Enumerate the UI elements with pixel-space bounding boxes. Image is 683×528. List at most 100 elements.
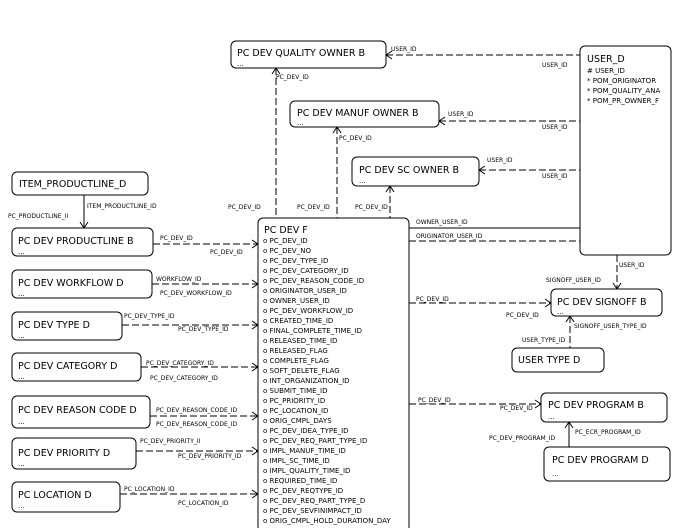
entity-pc-location-d[interactable]: PC LOCATION D ... (11, 481, 121, 513)
entity-dots: ... (552, 470, 559, 478)
entity-pc-dev-reason-code-d[interactable]: PC DEV REASON CODE D ... (11, 395, 151, 429)
user-d-attribute-clip: # USER_ID * POM_ORIGINATOR * POM_QUALITY… (587, 67, 660, 105)
rel-label: USER_ID (487, 157, 513, 164)
entity-pc-dev-sc-owner-b[interactable]: PC DEV SC OWNER B ... (351, 156, 480, 187)
entity-pc-dev-signoff-b[interactable]: PC DEV SIGNOFF B ... (550, 288, 663, 317)
attribute: * POM_QUALITY_ANA (587, 87, 660, 95)
entity-title: PC DEV MANUF OWNER B (297, 108, 419, 119)
attribute: o PC_DEV_ID (263, 237, 308, 245)
entity-title: PC DEV PRODUCTLINE B (18, 236, 133, 247)
entity-pc-dev-priority-d[interactable]: PC DEV PRIORITY D ... (11, 437, 137, 470)
attribute: o ORIG_CMPL_HOLD_DURATION_DAY (263, 517, 391, 525)
attribute: o ORIGINATOR_USER_ID (263, 287, 347, 295)
attribute: o PC_LOCATION_ID (263, 407, 328, 415)
rel-label: PC_DEV_CATEGORY_ID (150, 375, 218, 382)
entity-title: USER_D (587, 54, 625, 65)
attribute: o IMPL_QUALITY_TIME_ID (263, 467, 350, 475)
attribute: o PC_DEV_NO (263, 247, 311, 255)
rel-priority-pcdev (136, 446, 259, 456)
entity-title: ITEM_PRODUCTLINE_D (19, 179, 126, 190)
rel-label: USER_ID (542, 173, 568, 180)
entity-pc-dev-program-d[interactable]: PC DEV PROGRAM D ... (543, 446, 671, 482)
rel-label: PC_DEV_ID (160, 235, 193, 242)
attribute: o PC_DEV_SEVFINIMPACT_ID (263, 507, 362, 515)
entity-dots: ... (557, 308, 564, 316)
attribute: * POM_ORIGINATOR (587, 77, 656, 85)
entity-dots: ... (18, 460, 25, 468)
entity-user-type-d[interactable]: USER TYPE D (511, 347, 605, 373)
entity-pc-dev-category-d[interactable]: PC DEV CATEGORY D ... (11, 352, 142, 382)
rel-quality-owner-user (385, 50, 580, 60)
rel-label: SIGNOFF_USER_ID (546, 277, 601, 284)
attribute: o PC_DEV_REQ_PART_TYPE_D (263, 497, 365, 505)
rel-type-pcdev (122, 320, 259, 330)
attribute: o RELEASED_FLAG (263, 347, 328, 355)
entity-title: PC DEV PROGRAM D (552, 455, 649, 466)
rel-label: PC_DEV_ID (355, 204, 388, 211)
rel-label: USER_ID (542, 124, 568, 131)
attribute: o PC_DEV_REQ_PART_TYPE_ID (263, 437, 367, 445)
entity-item-productline-d[interactable]: ITEM_PRODUCTLINE_D (11, 171, 149, 196)
rel-label: PC_DEV_ID (297, 204, 330, 211)
rel-label: PC_DEV_REASON_CODE_ID (156, 421, 238, 428)
entity-pc-dev-quality-owner-b[interactable]: PC DEV QUALITY OWNER B ... (230, 40, 387, 69)
rel-label: PC_DEV_ID (418, 397, 451, 404)
entity-dots: ... (548, 413, 555, 421)
rel-label: USER_ID (542, 62, 568, 69)
rel-label: USER_ID (619, 262, 645, 269)
rel-location-pcdev (120, 489, 259, 499)
rel-label: PC_LOCATION_ID (124, 486, 175, 493)
entity-pc-dev-program-b[interactable]: PC DEV PROGRAM B ... (540, 392, 668, 423)
entity-dots: ... (359, 177, 366, 185)
relationship-labels: USER_ID USER_ID PC_DEV_ID USER_ID USER_I… (8, 46, 647, 507)
entity-title: PC DEV QUALITY OWNER B (237, 48, 365, 59)
attribute: o IMPL_MANUF_TIME_ID (263, 447, 346, 455)
rel-sc-owner-user (478, 165, 580, 175)
entity-pc-dev-productline-b[interactable]: PC DEV PRODUCTLINE B ... (11, 227, 154, 257)
rel-label: PC_ECR_PROGRAM_ID (575, 429, 641, 436)
attribute: o SOFT_DELETE_FLAG (263, 367, 340, 375)
rel-label: PC_DEV_ID (416, 296, 449, 303)
rel-label: USER_TYPE_ID (522, 337, 566, 344)
rel-sc-owner-pcdev (385, 185, 395, 218)
rel-manuf-owner-user (438, 116, 580, 126)
attribute: o PC_PRIORITY_ID (263, 397, 325, 405)
rel-manuf-owner-pcdev (332, 126, 342, 218)
rel-productline-pcdev (153, 239, 259, 249)
entity-title: PC DEV SIGNOFF B (557, 297, 646, 308)
entity-dots: ... (18, 502, 25, 510)
rel-label: PC_DEV_ID (500, 405, 533, 412)
entity-dots: ... (18, 332, 25, 340)
rel-label: OWNER_USER_ID (416, 219, 468, 226)
rel-program-pcdev (409, 399, 542, 409)
entity-title: PC DEV SC OWNER B (359, 165, 459, 176)
entity-title: PC DEV PRIORITY D (18, 448, 110, 459)
rel-program-b-d (564, 421, 574, 447)
rel-quality-owner-pcdev (271, 67, 281, 218)
attribute: o CREATED_TIME_ID (263, 317, 333, 325)
rel-label: USER_ID (448, 111, 474, 118)
rel-label: PC_DEV_ID (506, 312, 539, 319)
attribute: o PC_DEV_REQTYPE_ID (263, 487, 343, 495)
entity-user-d[interactable]: USER_D # USER_ID * POM_ORIGINATOR * POM_… (579, 45, 672, 256)
attribute: o INT_ORGANIZATION_ID (263, 377, 350, 385)
attribute: o OWNER_USER_ID (263, 297, 330, 305)
entity-title: PC DEV CATEGORY D (18, 361, 117, 372)
entity-pc-dev-type-d[interactable]: PC DEV TYPE D ... (11, 311, 123, 341)
attribute: o ORIG_CMPL_DAYS (263, 417, 332, 425)
entity-pc-dev-workflow-d[interactable]: PC DEV WORKFLOW D ... (11, 269, 153, 299)
rel-signoff-pcdev (409, 298, 552, 308)
attribute: o PC_DEV_TYPE_ID (263, 257, 328, 265)
rel-label: PC_DEV_CATEGORY_ID (146, 360, 214, 367)
entity-pc-dev-f[interactable]: PC DEV F o PC_DEV_ID o PC_DEV_NO o PC_DE… (257, 217, 410, 528)
entity-pc-dev-manuf-owner-b[interactable]: PC DEV MANUF OWNER B ... (289, 100, 440, 128)
rel-signoff-usertype (565, 315, 575, 348)
attribute: o SUBMIT_TIME_ID (263, 387, 328, 395)
rel-label: PC_DEV_PRIORITY_II (140, 438, 201, 445)
rel-label: PC_DEV_PROGRAM_ID (489, 435, 555, 442)
rel-label: PC_DEV_TYPE_ID (178, 326, 229, 333)
entity-dots: ... (18, 290, 25, 298)
rel-label: PC_DEV_REASON_CODE_ID (156, 407, 238, 414)
attribute: # USER_ID (587, 67, 625, 75)
